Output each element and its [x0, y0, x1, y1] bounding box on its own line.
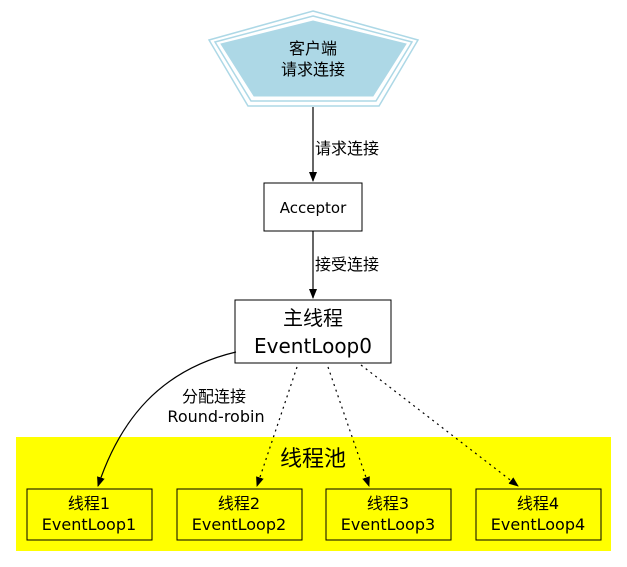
edge-label-request: 请求连接: [315, 139, 379, 158]
worker-2-line2: EventLoop2: [192, 515, 286, 534]
edge-main-worker1: [97, 351, 237, 487]
client-node: 客户端 请求连接: [207, 10, 420, 107]
worker-3-line1: 线程3: [367, 494, 409, 513]
acceptor-node: Acceptor: [263, 182, 363, 232]
edge-label-round-robin: Round-robin: [167, 407, 264, 426]
worker-2-line1: 线程2: [218, 494, 260, 513]
worker-3-line2: EventLoop3: [341, 515, 435, 534]
main-eventloop-node: 主线程 EventLoop0: [234, 299, 392, 364]
worker-4-line1: 线程4: [517, 494, 559, 513]
worker-node-2: 线程2 EventLoop2: [176, 488, 303, 541]
worker-1-line2: EventLoop1: [42, 515, 136, 534]
worker-node-3: 线程3 EventLoop3: [325, 488, 452, 541]
main-eventloop-line1: 主线程: [283, 306, 343, 330]
client-label-line1: 客户端: [289, 39, 337, 58]
edge-label-dispatch: 分配连接: [182, 387, 246, 406]
acceptor-label: Acceptor: [280, 199, 347, 217]
worker-node-4: 线程4 EventLoop4: [475, 488, 602, 541]
client-label-line2: 请求连接: [281, 60, 345, 79]
edge-label-accept: 接受连接: [315, 255, 379, 274]
thread-pool-cluster: [16, 437, 611, 551]
main-eventloop-line2: EventLoop0: [254, 334, 372, 358]
worker-node-1: 线程1 EventLoop1: [26, 488, 153, 541]
worker-4-line2: EventLoop4: [491, 515, 585, 534]
worker-1-line1: 线程1: [68, 494, 110, 513]
thread-pool-title: 线程池: [280, 447, 346, 472]
